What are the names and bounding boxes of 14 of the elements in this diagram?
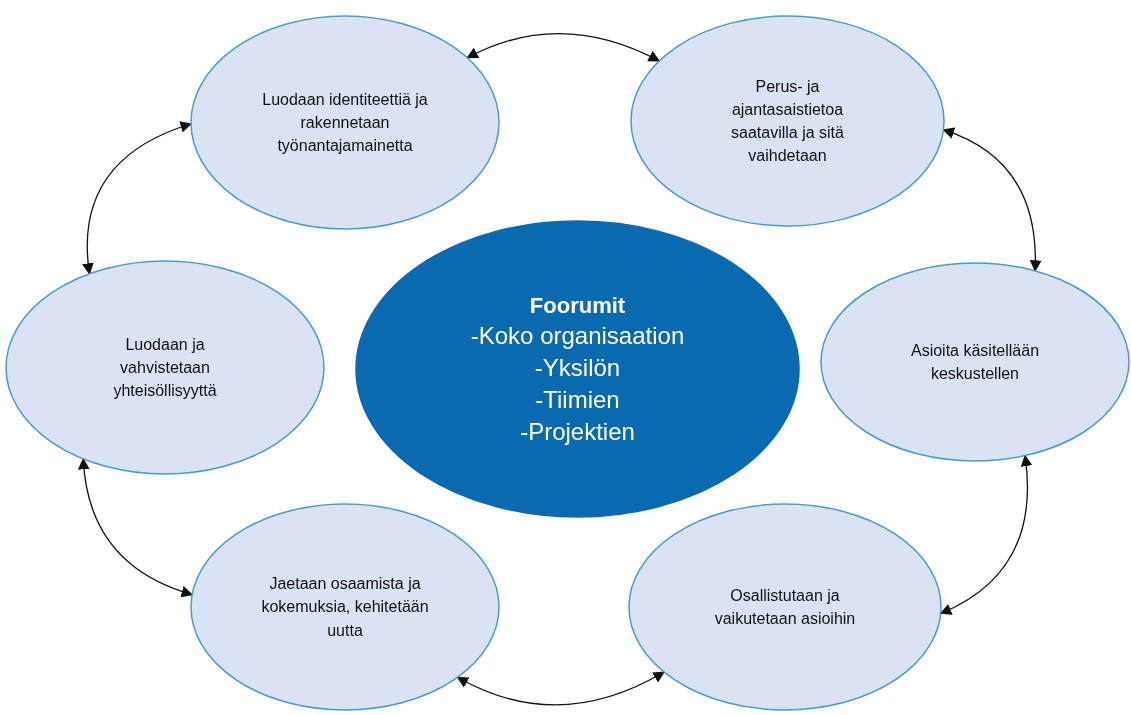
double-arrow — [456, 671, 666, 706]
hub-list-item: -Yksilön — [534, 352, 621, 383]
topic-text: Osallistutaan ja vaikutetaan asioihin — [713, 585, 857, 629]
hub-list-item: -Koko organisaation — [470, 320, 685, 351]
topic-text: Asioita käsitellään keskustellen — [909, 340, 1041, 384]
topic-text: Luodaan identiteettiä ja rakennetaan työnantajamainetta — [261, 89, 429, 157]
topic-text: Jaetaan osaamista ja kokemuksia, kehitetään uutta — [260, 574, 430, 641]
topic-text: Perus- ja ajantasaistietoa saatavilla ja sitä vaihdetaan — [730, 76, 845, 167]
hub-list-item: -Projektien — [520, 416, 635, 447]
hub-list-item: -Tiimien — [535, 384, 620, 415]
double-arrow — [466, 33, 661, 62]
topic-text: Luodaan ja vahvistetaan yhteisöllisyyttä — [112, 334, 218, 402]
double-arrow — [942, 128, 1042, 273]
hub-title: Foorumit — [529, 291, 626, 320]
